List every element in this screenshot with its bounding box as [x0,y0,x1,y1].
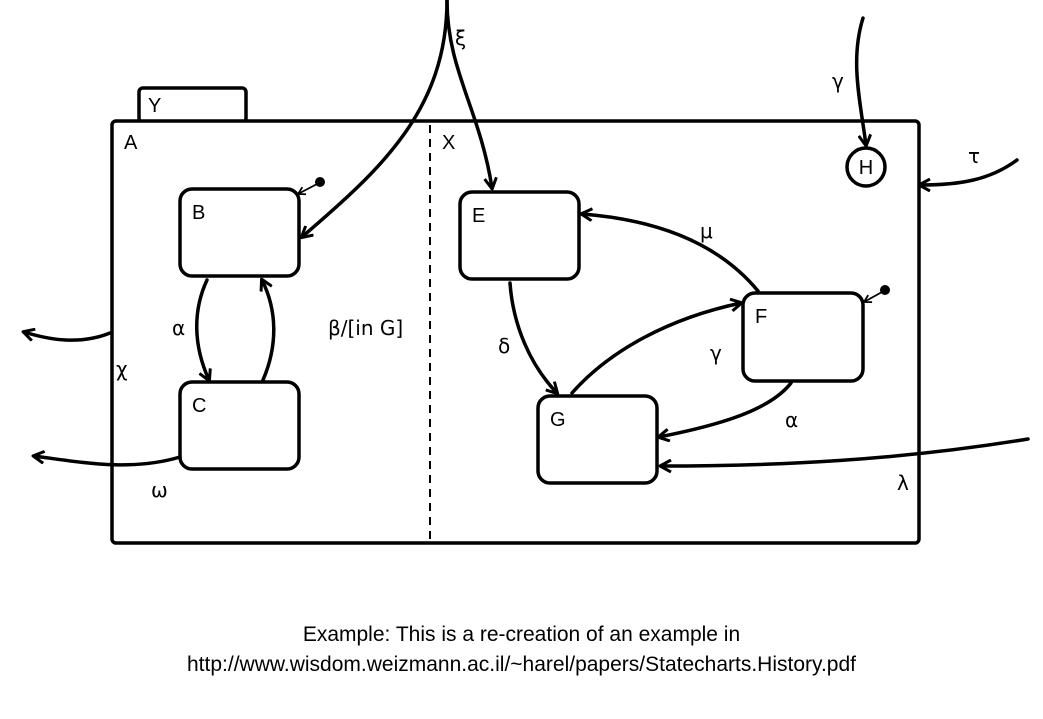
state-c [178,380,301,471]
state-f [741,291,865,383]
state-b [178,187,301,278]
state-c-label: C [192,395,206,417]
label-omega: ω [151,478,168,502]
edge-chi [24,332,112,342]
default-dot-b [315,177,325,187]
state-e [458,190,581,281]
label-tau: τ [968,144,980,168]
label-gamma-h: γ [832,69,844,93]
edge-lambda [661,437,1030,466]
label-delta: δ [498,334,510,358]
history-connector [845,146,887,188]
edge-tau [920,158,1019,185]
region-x-label: X [442,132,455,154]
default-dot-f [880,285,890,295]
label-alpha-bc: α [172,316,185,340]
state-f-label: F [755,306,767,328]
caption-line-2: http://www.wisdom.weizmann.ac.il/~harel/… [187,653,856,676]
edge-b-to-c [195,278,209,380]
state-g-label: G [550,409,566,431]
edge-omega [34,456,182,467]
caption: Example: This is a re-creation of an exa… [0,620,1043,680]
caption-line-1: Example: This is a re-creation of an exa… [302,623,741,646]
label-xi: ξ [455,26,466,50]
edge-xi-to-b [302,0,449,237]
edge-g-to-f [570,303,741,395]
edge-f-to-e [582,214,760,293]
tab-y-label: Y [148,95,161,117]
edge-f-to-g [659,381,793,437]
default-arrow-b [296,183,318,196]
state-b-label: B [192,202,205,224]
edge-e-to-g [508,281,557,393]
label-gamma-gf: γ [710,341,722,365]
superstate-a-label: A [124,132,138,154]
history-label: H [859,157,873,179]
default-arrow-f [862,291,883,303]
edge-gamma-to-h [854,16,866,145]
label-alpha-fg: α [785,408,798,432]
label-chi: χ [116,357,128,381]
label-beta: β/[in G] [328,316,403,340]
edge-c-to-b [262,280,276,382]
state-e-label: E [472,205,485,227]
label-mu: μ [700,219,713,243]
label-lambda: λ [897,471,909,495]
edge-xi-to-e [445,0,492,188]
